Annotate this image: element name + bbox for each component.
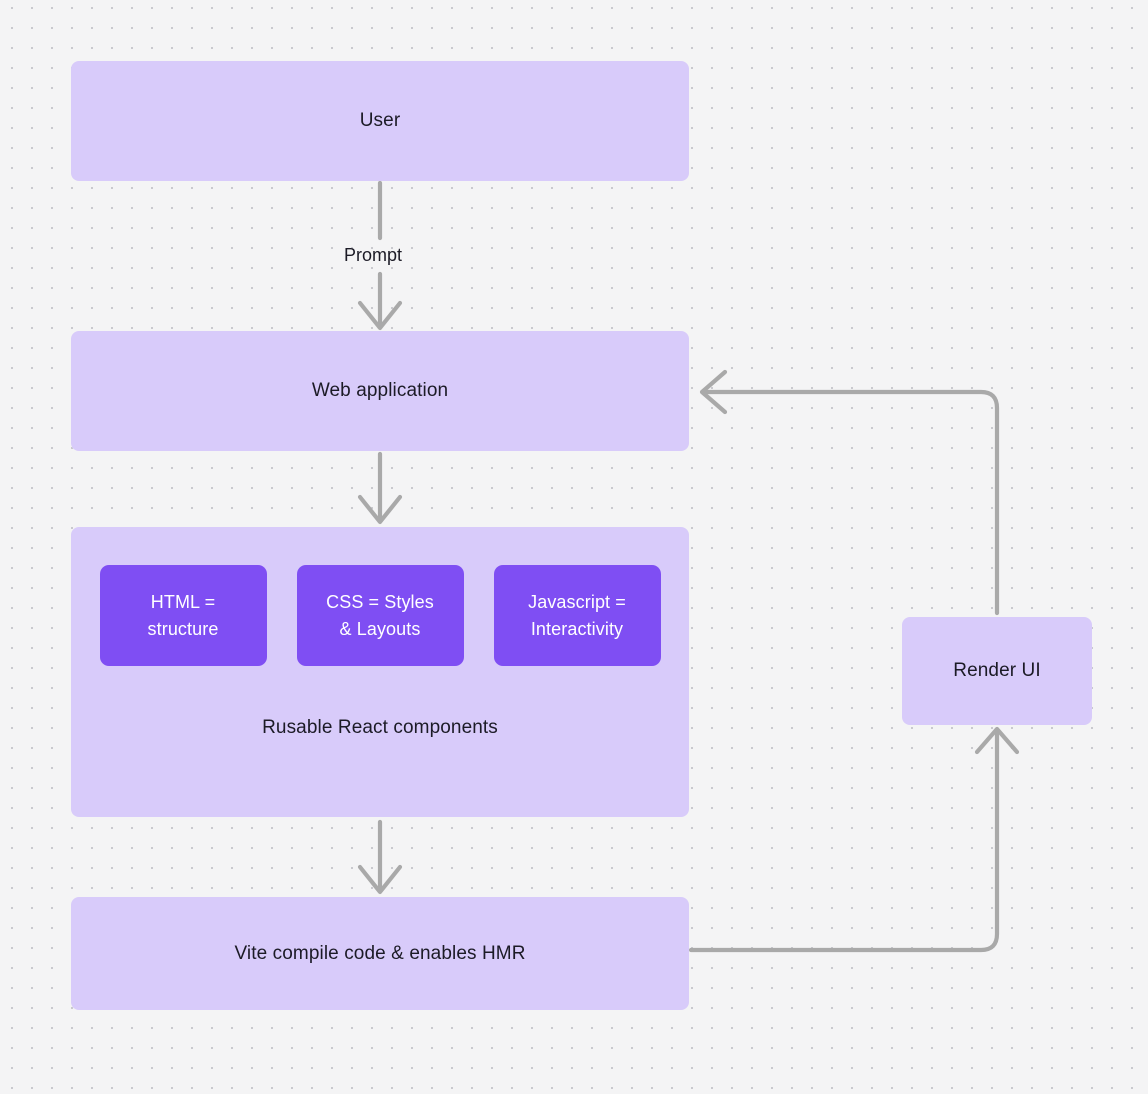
node-user[interactable]: User [71, 61, 689, 181]
sub-node-css-label: CSS = Styles & Layouts [326, 592, 434, 639]
sub-node-html[interactable]: HTML = structure [99, 565, 267, 666]
edge-components-to-vite-arrowhead [357, 864, 403, 895]
edge-vite-to-render-shaft [688, 728, 1000, 953]
node-react-components[interactable]: HTML = structure CSS = Styles & Layouts … [71, 527, 689, 817]
node-web-application[interactable]: Web application [71, 331, 689, 451]
sub-node-javascript-label: Javascript = Interactivity [528, 592, 626, 639]
sub-node-row: HTML = structure CSS = Styles & Layouts … [71, 565, 689, 666]
edge-render-to-webapp-shaft [701, 389, 1000, 616]
node-render-ui-label: Render UI [953, 660, 1041, 682]
node-user-label: User [359, 110, 401, 132]
sub-node-html-label: HTML = structure [147, 592, 219, 639]
node-react-components-caption: Rusable React components [262, 717, 498, 738]
edge-webapp-to-components-arrowhead [357, 494, 403, 525]
node-render-ui[interactable]: Render UI [902, 617, 1092, 725]
node-vite[interactable]: Vite compile code & enables HMR [71, 897, 689, 1010]
edge-vite-to-render-arrowhead [974, 726, 1020, 755]
edge-user-to-webapp-arrowhead [357, 300, 403, 331]
edge-label-prompt: Prompt [344, 245, 402, 266]
edge-label-prompt-text: Prompt [344, 245, 403, 265]
node-web-application-label: Web application [311, 380, 449, 402]
edge-render-to-webapp-arrowhead [699, 369, 728, 415]
node-vite-label: Vite compile code & enables HMR [234, 942, 526, 964]
sub-node-css[interactable]: CSS = Styles & Layouts [296, 565, 464, 666]
sub-node-javascript[interactable]: Javascript = Interactivity [493, 565, 661, 666]
